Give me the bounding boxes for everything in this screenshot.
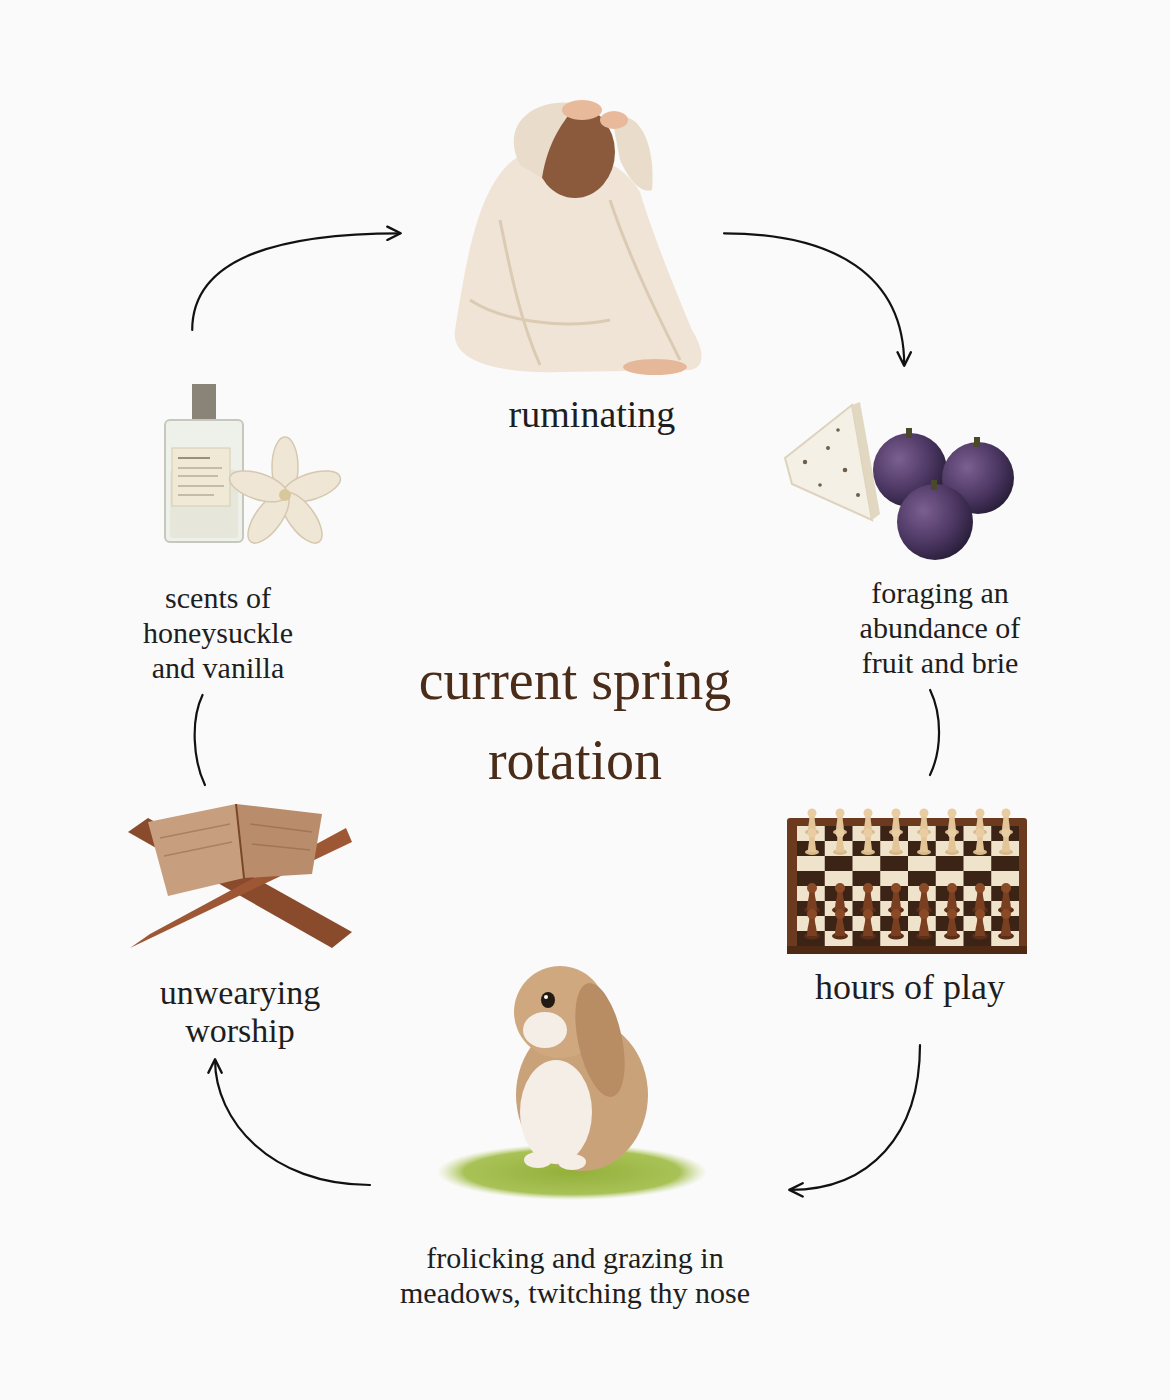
bracket-connector <box>930 690 939 775</box>
cycle-arrow <box>790 1045 920 1190</box>
cycle-item: frolicking and grazing in meadows, twitc… <box>370 945 790 1320</box>
cycle-item: unwearying worship <box>120 785 360 1060</box>
cycle-item: hours of play <box>775 775 1045 1045</box>
item-caption: unwearying worship <box>135 974 345 1050</box>
chessboard <box>787 809 1027 955</box>
bunny <box>437 966 707 1200</box>
item-caption: foraging an abundance of fruit and brie <box>835 575 1045 680</box>
item-caption: frolicking and grazing in meadows, twitc… <box>375 1240 775 1310</box>
cycle-arrow <box>215 1060 370 1185</box>
cycle-item: scents of honeysuckle and vanilla <box>121 330 350 695</box>
cycle-arrow <box>724 233 904 365</box>
brie-and-figs <box>785 402 1014 560</box>
item-caption: scents of honeysuckle and vanilla <box>123 580 313 685</box>
diagram-title: current spring rotation <box>370 640 780 800</box>
item-caption: ruminating <box>462 392 722 436</box>
bracket-connector <box>195 695 205 785</box>
item-caption: hours of play <box>780 966 1040 1008</box>
book-stand <box>128 804 352 948</box>
cycle-item: foraging an abundance of fruit and brie <box>780 365 1050 690</box>
cycle-item: ruminating <box>400 80 724 445</box>
cycle-arrow <box>192 233 400 330</box>
perfume-and-flower <box>165 384 344 550</box>
ruminating-figure <box>455 100 702 375</box>
